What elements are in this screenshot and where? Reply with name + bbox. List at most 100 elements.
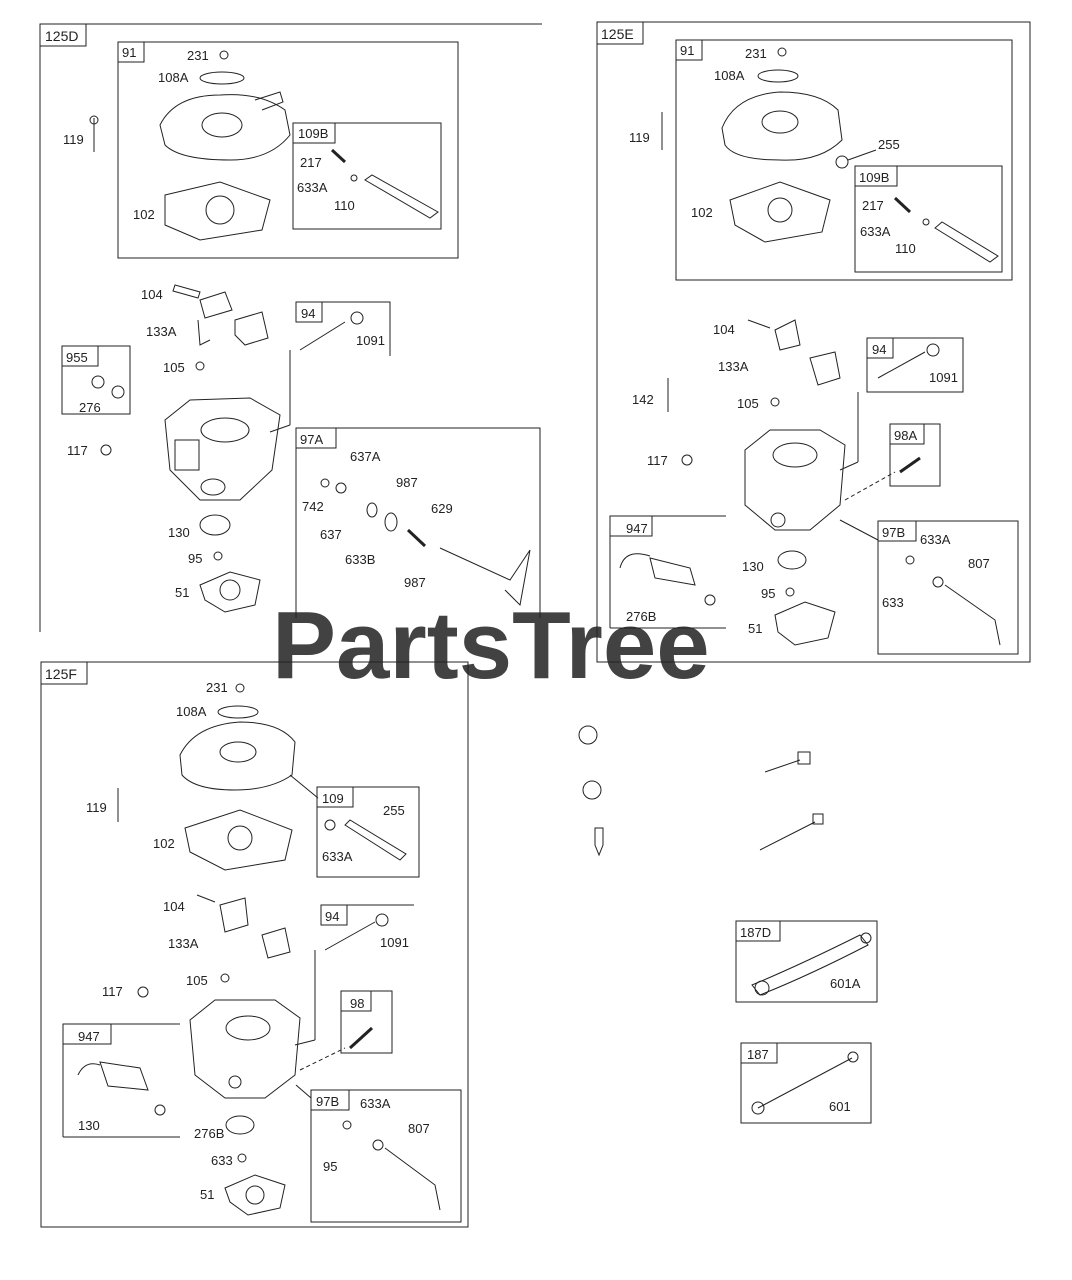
section-title: 125D [45, 28, 78, 44]
part-label: 104 [163, 899, 185, 914]
part-label: 119 [63, 132, 84, 147]
part-label: 110 [895, 241, 916, 256]
part-label: 276 [79, 400, 101, 415]
group-label: 947 [78, 1029, 100, 1044]
section-187: 187 601 [740, 1042, 872, 1124]
part-label: 633 [211, 1153, 233, 1168]
part-label: 276B [626, 609, 656, 624]
part-label: 51 [748, 621, 762, 636]
part-label: 133A [146, 324, 177, 339]
part-label: 987 [404, 575, 426, 590]
part-label: 119 [629, 130, 650, 145]
part-label: 231 [206, 680, 228, 695]
part-label: 742 [302, 499, 324, 514]
group-label: 91 [122, 45, 136, 60]
part-label: 255 [878, 137, 900, 152]
part-label: 102 [153, 836, 175, 851]
part-label: 130 [168, 525, 190, 540]
part-label: 108A [176, 704, 207, 719]
group-box-97b [310, 1089, 462, 1223]
part-label: 51 [200, 1187, 214, 1202]
group-box-98 [340, 990, 393, 1054]
part-label: 133A [168, 936, 199, 951]
part-label: 637A [350, 449, 381, 464]
part-label: 1091 [380, 935, 409, 950]
part-label: 130 [78, 1118, 100, 1133]
part-label: 104 [141, 287, 163, 302]
group-label: 97B [316, 1094, 339, 1109]
group-box-97b [877, 520, 1019, 655]
part-label: 231 [745, 46, 767, 61]
section-125d: 125D 91 231 108A 119 102 109B 217 633A [39, 23, 542, 632]
group-label: 947 [626, 521, 648, 536]
group-label: 97B [882, 525, 905, 540]
part-label: 133A [718, 359, 749, 374]
group-label: 94 [325, 909, 339, 924]
part-label: 255 [383, 803, 405, 818]
part-label: 142 [632, 392, 654, 407]
part-label: 108A [714, 68, 745, 83]
gasket-part [199, 71, 245, 85]
part-label: 105 [186, 973, 208, 988]
part-label: 633A [860, 224, 891, 239]
loose-parts [578, 725, 824, 857]
part-label: 807 [408, 1121, 430, 1136]
part-label: 231 [187, 48, 209, 63]
part-label: 117 [67, 443, 88, 458]
watermark: PartsTree [272, 592, 710, 699]
section-187d: 187D 601A [735, 920, 878, 1003]
part-label: 130 [742, 559, 764, 574]
section-border [40, 661, 469, 1228]
part-label: 276B [194, 1126, 224, 1141]
section-125e: 125E 91 231 108A 119 255 102 109B 217 63… [596, 21, 1031, 663]
group-box-91 [675, 39, 1013, 281]
section-title: 125F [45, 666, 77, 682]
part-label: 217 [862, 198, 884, 213]
section-border [735, 920, 878, 1003]
group-label: 109 [322, 791, 344, 806]
part-label: 807 [968, 556, 990, 571]
part-label: 601 [829, 1099, 851, 1114]
part-label: 95 [761, 586, 775, 601]
screw-part [219, 50, 229, 60]
part-label: 119 [86, 800, 107, 815]
group-label: 109B [298, 126, 328, 141]
part-label: 633A [322, 849, 353, 864]
group-label: 94 [301, 306, 315, 321]
section-border [596, 21, 1031, 663]
part-label: 637 [320, 527, 342, 542]
part-label: 95 [188, 551, 202, 566]
group-label: 109B [859, 170, 889, 185]
gasket-102 [164, 181, 271, 241]
section-border [740, 1042, 872, 1124]
group-label: 98 [350, 996, 364, 1011]
section-title: 187 [747, 1047, 769, 1062]
section-label-box [39, 23, 87, 47]
group-label: 97A [300, 432, 323, 447]
part-label: 102 [133, 207, 155, 222]
part-label: 1091 [356, 333, 385, 348]
group-box-109b [292, 122, 442, 230]
carb-cover-part [159, 94, 291, 161]
part-label: 633A [920, 532, 951, 547]
group-box-91 [117, 41, 459, 259]
group-label: 98A [894, 428, 917, 443]
group-box-109b [854, 165, 1003, 273]
part-label: 117 [647, 453, 668, 468]
part-label: 1091 [929, 370, 958, 385]
part-label: 633B [345, 552, 375, 567]
group-box-109 [316, 786, 420, 878]
part-label: 629 [431, 501, 453, 516]
group-label: 91 [680, 43, 694, 58]
part-label: 51 [175, 585, 189, 600]
group-box-94 [866, 337, 964, 393]
part-label: 105 [163, 360, 185, 375]
section-title: 125E [601, 26, 634, 42]
part-label: 633A [297, 180, 328, 195]
group-label: 955 [66, 350, 88, 365]
carb-body-part [164, 397, 281, 501]
part-label: 110 [334, 198, 355, 213]
part-label: 601A [830, 976, 861, 991]
section-125f: 125F 231 108A 119 102 109 255 633A 104 1… [40, 661, 469, 1228]
